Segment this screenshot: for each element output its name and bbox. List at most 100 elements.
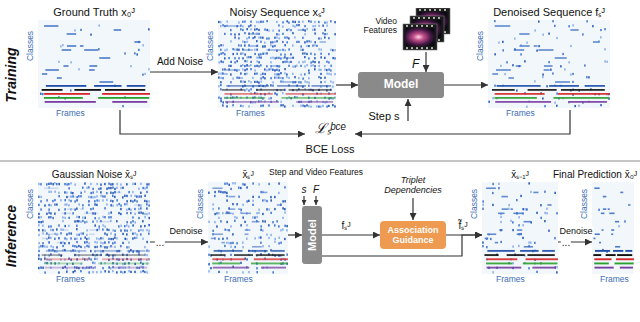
noise-dot — [144, 213, 146, 215]
action-dash — [628, 204, 630, 206]
noise-dot — [262, 21, 264, 23]
noise-dot — [232, 242, 234, 244]
action-segment — [256, 89, 284, 91]
noise-dot — [146, 249, 148, 251]
noise-dot — [218, 73, 220, 75]
noise-dots — [40, 24, 150, 107]
noise-dot — [136, 195, 138, 197]
noise-dot — [254, 237, 256, 239]
noise-dot — [74, 200, 76, 202]
noise-dot — [234, 182, 236, 184]
noise-dot — [78, 216, 80, 218]
noise-dot — [66, 183, 68, 185]
noise-dot — [282, 25, 284, 27]
action-segment — [222, 89, 244, 91]
noise-dot — [140, 271, 142, 273]
action-segment — [271, 250, 284, 252]
noise-dot — [500, 216, 502, 218]
flow-arrow — [288, 234, 302, 235]
noise-dot — [292, 32, 294, 34]
noise-dot — [228, 184, 230, 186]
noise-dot — [108, 216, 110, 218]
noise-dot — [214, 191, 216, 193]
noise-dot — [64, 199, 66, 201]
noise-dot — [54, 213, 56, 215]
noise-dot — [250, 88, 252, 90]
noise-dot — [98, 228, 100, 230]
noise-dot — [218, 54, 220, 56]
action-segment — [286, 93, 336, 95]
noise-dot — [148, 28, 150, 30]
noise-dot — [114, 188, 116, 190]
noise-dot — [142, 74, 144, 76]
noise-dot — [250, 24, 252, 26]
sprocket — [423, 17, 425, 19]
noise-dot — [218, 61, 220, 63]
noise-dot — [262, 53, 264, 55]
noise-dot — [232, 77, 234, 79]
action-dash — [44, 187, 58, 189]
sequence-title: Noisy Sequence xₛᴶ — [229, 6, 324, 18]
noise-dot — [286, 225, 288, 227]
noise-dot — [70, 192, 72, 194]
action-dash — [544, 69, 550, 71]
noise-dot — [538, 45, 540, 47]
noise-dot — [226, 221, 228, 223]
noise-dot — [326, 25, 328, 27]
noise-dot — [240, 25, 242, 27]
noise-dot — [512, 245, 514, 247]
action-segment — [497, 85, 541, 87]
noise-dot — [270, 77, 272, 79]
noise-dot — [238, 187, 240, 189]
noise-dot — [64, 242, 66, 244]
noise-dot — [248, 271, 250, 273]
noise-dot — [262, 229, 264, 231]
noise-dot — [80, 238, 82, 240]
noise-dot — [124, 225, 126, 227]
noise-dot — [544, 105, 546, 107]
noise-dot — [108, 229, 110, 231]
sequence-heatmap — [208, 182, 288, 274]
action-segment — [226, 85, 269, 87]
noise-dot — [132, 220, 134, 222]
noise-dot — [134, 199, 136, 201]
noise-dot — [288, 61, 290, 63]
noise-dot — [306, 64, 308, 66]
noise-dot — [142, 187, 144, 189]
noise-dot — [94, 200, 96, 202]
noise-dot — [240, 80, 242, 82]
noise-dot — [218, 21, 220, 23]
action-dash — [603, 208, 607, 210]
noise-dot — [512, 229, 514, 231]
step-arrow — [407, 99, 408, 121]
noise-dot — [300, 45, 302, 47]
edge-label: Denoise — [558, 227, 593, 237]
noise-dot — [276, 21, 278, 23]
noise-dot — [52, 183, 54, 185]
action-dash — [42, 73, 47, 75]
action-segment — [102, 258, 150, 260]
noise-dot — [244, 183, 246, 185]
noise-dot — [222, 24, 224, 26]
noise-dot — [232, 48, 234, 50]
noise-dot — [284, 238, 286, 240]
noise-dot — [324, 77, 326, 79]
noise-dot — [148, 224, 150, 226]
action-dash — [99, 221, 110, 223]
sequence-heatmap — [592, 182, 634, 274]
guidance-box: Association Guidance — [380, 221, 446, 249]
noise-dot — [38, 221, 40, 223]
noise-dot — [72, 192, 74, 194]
noise-dot — [252, 200, 254, 202]
annotation-label: BCE Loss — [306, 143, 355, 155]
noise-dot — [108, 271, 110, 273]
noise-dot — [564, 68, 566, 70]
noise-dot — [100, 271, 102, 273]
noise-dot — [48, 208, 50, 210]
action-segment — [213, 267, 250, 269]
noise-dot — [60, 45, 62, 47]
action-segment — [74, 89, 101, 91]
action-dash — [89, 233, 95, 235]
noise-dot — [48, 212, 50, 214]
noise-dot — [106, 228, 108, 230]
